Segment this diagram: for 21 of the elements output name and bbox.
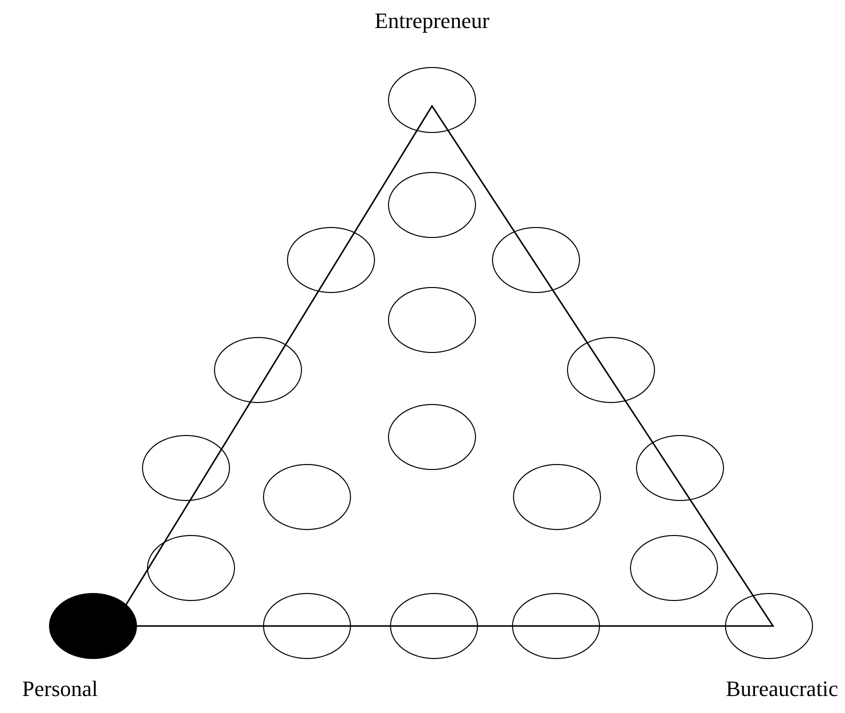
ellipse bbox=[263, 593, 351, 659]
ellipse bbox=[263, 464, 351, 530]
ellipse bbox=[512, 593, 600, 659]
ellipse bbox=[388, 172, 476, 238]
ellipse bbox=[388, 67, 476, 133]
ellipse bbox=[390, 593, 478, 659]
ellipse bbox=[513, 464, 601, 530]
corner-label: Bureaucratic bbox=[726, 676, 838, 702]
ellipse bbox=[388, 287, 476, 353]
corner-label: Entrepreneur bbox=[374, 8, 490, 34]
ellipse bbox=[214, 337, 302, 403]
ellipse bbox=[567, 337, 655, 403]
ellipse bbox=[636, 435, 724, 501]
ellipse bbox=[725, 593, 813, 659]
ellipse bbox=[630, 535, 718, 601]
ellipse bbox=[287, 227, 375, 293]
corner-label: Personal bbox=[22, 676, 98, 702]
ellipse bbox=[147, 535, 235, 601]
ellipse bbox=[142, 435, 230, 501]
ellipse bbox=[388, 404, 476, 470]
ellipse bbox=[492, 227, 580, 293]
